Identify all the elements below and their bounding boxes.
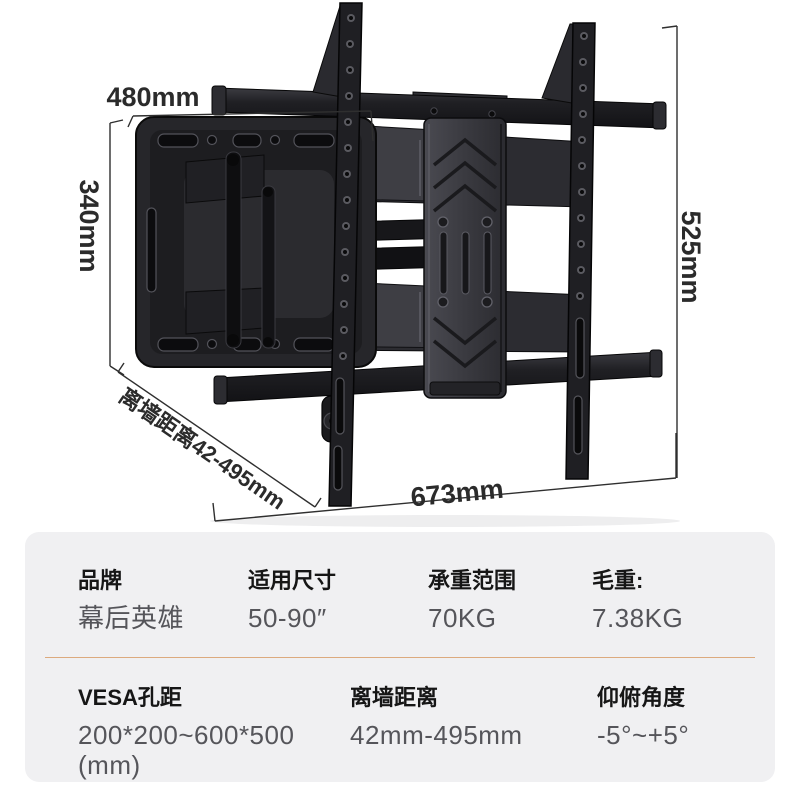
- spec-label-vesa-pattern: VESA孔距: [78, 685, 182, 710]
- spec-cell-size-range: 适用尺寸 50-90″: [248, 568, 336, 633]
- spec-cell-gross-weight: 毛重: 7.38KG: [592, 568, 683, 633]
- spec-value-gross-weight: 7.38KG: [592, 603, 684, 633]
- dim-525-label: 525mm: [676, 210, 706, 303]
- spec-value-vesa-line2: (mm): [78, 750, 141, 780]
- dim-673-line: [212, 433, 677, 522]
- product-shadow: [210, 515, 680, 527]
- right-tv-rail: [541, 22, 596, 480]
- spec-cell-wall-distance: 离墙距离 42mm-495mm: [350, 685, 523, 750]
- spec-label-gross-weight: 毛重:: [592, 568, 644, 593]
- dim-wall-distance-label: 离墙距离42-495mm: [115, 383, 290, 514]
- spec-value-vesa-line1: 200*200~600*500: [78, 720, 295, 750]
- spec-divider: [45, 657, 755, 658]
- spec-value-size-range: 50-90″: [248, 603, 327, 633]
- spec-cell-vesa-pattern: VESA孔距 200*200~600*500 (mm): [78, 685, 294, 780]
- spec-value-brand: 幕后英雄: [78, 603, 185, 633]
- spec-label-wall-distance: 离墙距离: [350, 685, 439, 710]
- left-tv-rail: [312, 2, 363, 507]
- spec-value-vesa-pattern: 200*200~600*500 (mm): [78, 720, 294, 780]
- dim-wall-distance-line: [117, 362, 322, 508]
- vesa-chevrons-up: [432, 137, 498, 213]
- dim-480-line: [127, 110, 374, 142]
- dim-340-line: [109, 119, 125, 376]
- wall-plate-side-slot: [146, 207, 157, 293]
- spec-cell-tilt-angle: 仰俯角度 -5°~+5°: [597, 685, 689, 750]
- spec-card: 品牌 幕后英雄 适用尺寸 50-90″ 承重范围 70KG 毛重: 7.38KG…: [25, 532, 775, 782]
- spec-label-brand: 品牌: [78, 568, 123, 593]
- spec-cell-brand: 品牌 幕后英雄: [78, 568, 184, 633]
- product-figure: 480mm 340mm 525mm 673mm 离墙距离42-495mm: [74, 2, 706, 527]
- top-crossbar: [211, 85, 667, 130]
- spec-cell-load-capacity: 承重范围 70KG: [428, 568, 516, 633]
- dim-673-label: 673mm: [409, 474, 505, 513]
- wall-plate-top-slots: [157, 133, 354, 148]
- vesa-chevrons-down: [432, 316, 498, 369]
- hinge-mechanism: [185, 151, 276, 349]
- dim-340-label: 340mm: [74, 179, 104, 272]
- spec-label-size-range: 适用尺寸: [248, 568, 337, 593]
- vesa-bolts: [437, 216, 493, 308]
- vesa-slots: [439, 231, 492, 295]
- spec-value-load-capacity: 70KG: [428, 603, 497, 633]
- spec-label-tilt-angle: 仰俯角度: [597, 685, 686, 710]
- dimension-lines: [109, 25, 678, 522]
- dim-480-label: 480mm: [106, 82, 199, 112]
- spec-value-wall-distance: 42mm-495mm: [350, 720, 523, 750]
- spec-label-load-capacity: 承重范围: [428, 568, 517, 593]
- wall-plate-bottom-slots: [157, 337, 354, 352]
- vesa-plate: [423, 117, 507, 399]
- spec-value-tilt-angle: -5°~+5°: [597, 720, 690, 750]
- dim-525-line: [661, 25, 678, 478]
